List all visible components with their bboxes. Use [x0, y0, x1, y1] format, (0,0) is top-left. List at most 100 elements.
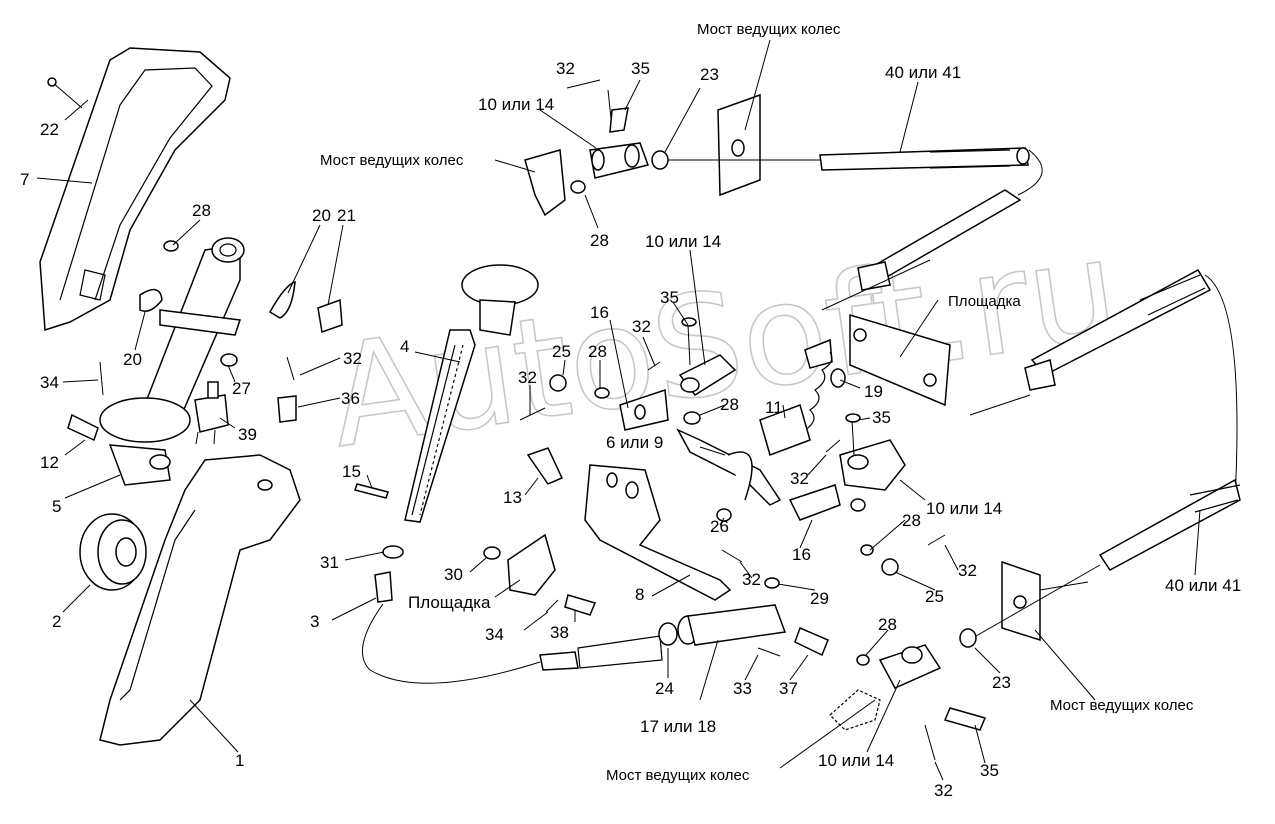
- label-15: 15: [342, 462, 361, 481]
- label-35-a: 35: [631, 59, 650, 78]
- label-32-g: 32: [958, 561, 977, 580]
- cotter-34: [545, 599, 559, 613]
- label-platform-right: Площадка: [948, 293, 1021, 310]
- label-28-d: 28: [720, 395, 739, 414]
- label-2: 2: [52, 612, 61, 631]
- label-32-c: 32: [556, 59, 575, 78]
- label-29: 29: [810, 589, 829, 608]
- clip-20-right: [268, 280, 296, 319]
- cotter-32: [286, 356, 295, 381]
- label-32-f: 32: [790, 469, 809, 488]
- leader-lines: [36, 39, 1201, 781]
- label-32-b: 32: [742, 570, 761, 589]
- label-24: 24: [655, 679, 674, 698]
- right-linkage: [759, 404, 946, 576]
- label-4: 4: [400, 337, 409, 356]
- label-39: 39: [238, 425, 257, 444]
- label-27: 27: [232, 379, 251, 398]
- label-7: 7: [20, 170, 29, 189]
- handbrake-lever-4: [404, 264, 539, 523]
- washer-30: [483, 546, 501, 560]
- washer-27: [220, 353, 238, 367]
- upper-column-cover: [39, 47, 231, 332]
- lever-8: [584, 464, 732, 601]
- top-bridge-assembly: [524, 89, 828, 217]
- cotter-32-mid: [721, 549, 743, 563]
- label-22: 22: [40, 120, 59, 139]
- platform-right: [821, 259, 1031, 416]
- nut-29: [764, 577, 780, 589]
- label-38: 38: [550, 623, 569, 642]
- label-35-b: 35: [660, 288, 679, 307]
- label-28-f: 28: [878, 615, 897, 634]
- label-25-a: 25: [552, 342, 571, 361]
- label-32-e: 32: [518, 368, 537, 387]
- label-23-b: 23: [992, 673, 1011, 692]
- label-5: 5: [52, 497, 61, 516]
- label-19: 19: [864, 382, 883, 401]
- label-25-b: 25: [925, 587, 944, 606]
- rod-40-41-right: [1024, 268, 1241, 571]
- label-32-h: 32: [934, 781, 953, 800]
- label-34-a: 34: [40, 373, 59, 392]
- rod-40-41-top: [819, 147, 1043, 291]
- label-31: 31: [320, 553, 339, 572]
- bolt-22: [47, 77, 83, 109]
- label-21: 21: [337, 206, 356, 225]
- bolt-13: [526, 447, 564, 485]
- center-linkage: [519, 317, 782, 522]
- label-28-b: 28: [590, 231, 609, 250]
- label-33: 33: [733, 679, 752, 698]
- label-28-e: 28: [902, 511, 921, 530]
- label-6-9: 6 или 9: [606, 433, 663, 452]
- label-3: 3: [310, 612, 319, 631]
- label-20-b: 20: [123, 350, 142, 369]
- label-34-b: 34: [485, 625, 504, 644]
- label-23-a: 23: [700, 65, 719, 84]
- label-16-b: 16: [792, 545, 811, 564]
- spring-19: [804, 338, 846, 431]
- label-28-a: 28: [192, 201, 211, 220]
- screw-34: [99, 361, 104, 396]
- label-10-d: 10 или 14: [818, 751, 894, 770]
- pin-36: [277, 395, 297, 423]
- label-32-a: 32: [343, 349, 362, 368]
- clip-20: [139, 288, 163, 312]
- pulley-2: [79, 513, 147, 591]
- callout-labels: 22 7 28 20 21 20 32 34 27 36 39 12 5 2 1…: [20, 21, 1241, 800]
- pin-37: [794, 626, 829, 657]
- label-37: 37: [779, 679, 798, 698]
- switch-39: [194, 381, 229, 445]
- label-bridge-right: Мост ведущих колес: [1050, 697, 1194, 714]
- label-platform-left: Площадка: [408, 593, 491, 612]
- label-30: 30: [444, 565, 463, 584]
- label-26: 26: [710, 517, 729, 536]
- clevis-17-18: [677, 604, 787, 646]
- label-bridge-top: Мост ведущих колес: [697, 21, 841, 38]
- label-10-c: 10 или 14: [926, 499, 1002, 518]
- cotter-33: [757, 647, 781, 657]
- label-36: 36: [341, 389, 360, 408]
- label-16-a: 16: [590, 303, 609, 322]
- label-bridge-bottom: Мост ведущих колес: [606, 767, 750, 784]
- pin-12: [67, 413, 99, 442]
- pin-38: [564, 594, 597, 616]
- label-35-d: 35: [980, 761, 999, 780]
- platform-left: [507, 533, 556, 596]
- label-bridge-left: Мост ведущих колес: [320, 152, 464, 169]
- label-17-18: 17 или 18: [640, 717, 716, 736]
- bracket-21: [317, 298, 343, 334]
- label-11: 11: [765, 398, 783, 417]
- nut-24: [658, 622, 678, 646]
- label-8: 8: [635, 585, 644, 604]
- label-1: 1: [235, 751, 244, 770]
- washer-31: [382, 545, 404, 559]
- cable-3: [362, 571, 663, 684]
- label-40-a: 40 или 41: [885, 63, 961, 82]
- steering-column-tube: [99, 237, 245, 486]
- pin-15: [354, 483, 389, 499]
- label-10-a: 10 или 14: [478, 95, 554, 114]
- label-35-c: 35: [872, 408, 891, 427]
